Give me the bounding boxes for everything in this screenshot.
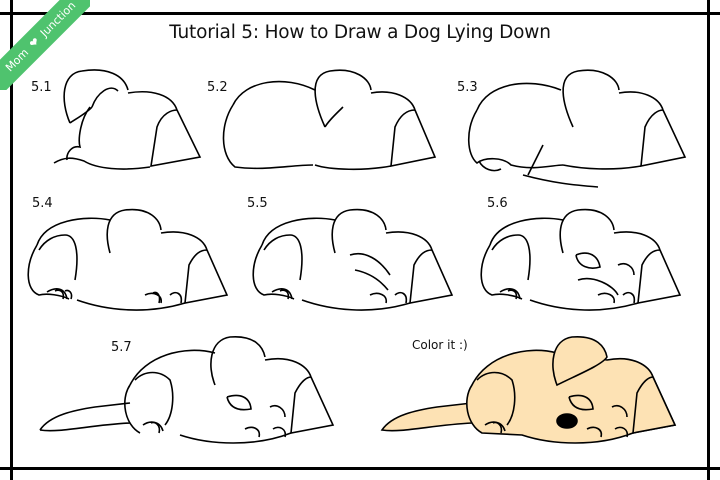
frame-left-border — [10, 0, 13, 480]
frame-right-border — [707, 0, 710, 480]
drawing-step-5-4 — [25, 195, 229, 324]
drawing-step-5-3 — [463, 65, 693, 199]
step-label-5-3: 5.3 — [457, 80, 478, 95]
step-label-5-2: 5.2 — [207, 80, 228, 95]
frame-bottom-border — [0, 467, 720, 470]
drawing-step-5-6 — [478, 195, 693, 324]
frame-top-border — [0, 12, 720, 15]
drawing-step-5-5 — [250, 195, 465, 324]
drawing-step-5-7 — [35, 325, 345, 454]
page-title: Tutorial 5: How to Draw a Dog Lying Down — [169, 22, 551, 43]
step-label-5-5: 5.5 — [247, 196, 268, 211]
step-label-5-4: 5.4 — [32, 196, 53, 211]
step-label-5-1: 5.1 — [31, 80, 52, 95]
color-it-label: Color it :) — [412, 338, 468, 352]
step-label-5-7: 5.7 — [111, 340, 132, 355]
drawing-final-colored — [377, 325, 687, 454]
drawing-step-5-2 — [215, 65, 437, 184]
step-label-5-6: 5.6 — [487, 196, 508, 211]
watermark-text-left: Mom — [3, 46, 32, 75]
drawing-step-5-1 — [52, 65, 212, 184]
